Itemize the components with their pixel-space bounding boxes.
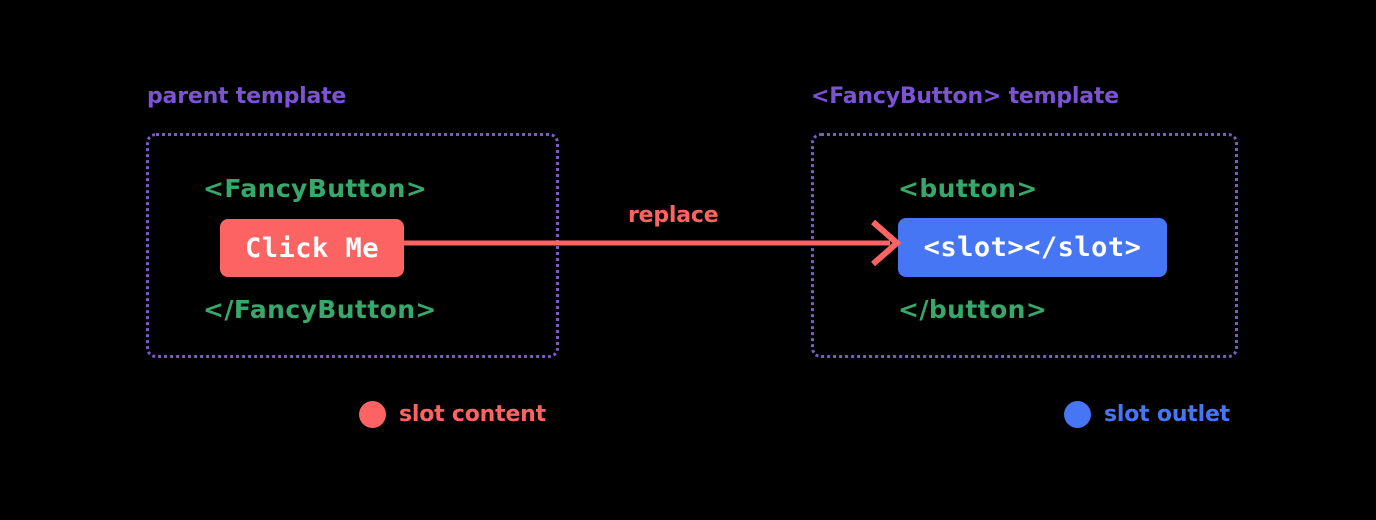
parent-template-box [146,133,559,358]
slot-outlet-dot-icon [1064,401,1091,428]
parent-template-title: parent template [147,84,347,109]
legend-label-slot-content: slot content [399,402,546,427]
legend-item-slot-outlet: slot outlet [1064,401,1230,428]
slot-content-dot-icon [359,401,386,428]
slot-content-chip[interactable]: Click Me [220,219,404,277]
fancybutton-template-box [811,133,1238,358]
parent-open-tag: <FancyButton> [203,174,428,203]
legend-label-slot-outlet: slot outlet [1104,402,1230,427]
legend-item-slot-content: slot content [359,401,546,428]
parent-close-tag: </FancyButton> [203,295,437,324]
replace-arrow-label: replace [628,203,719,228]
button-open-tag: <button> [898,174,1038,203]
fancybutton-template-title: <FancyButton> template [811,84,1119,109]
button-close-tag: </button> [898,295,1048,324]
slot-outlet-chip[interactable]: <slot></slot> [898,218,1167,277]
